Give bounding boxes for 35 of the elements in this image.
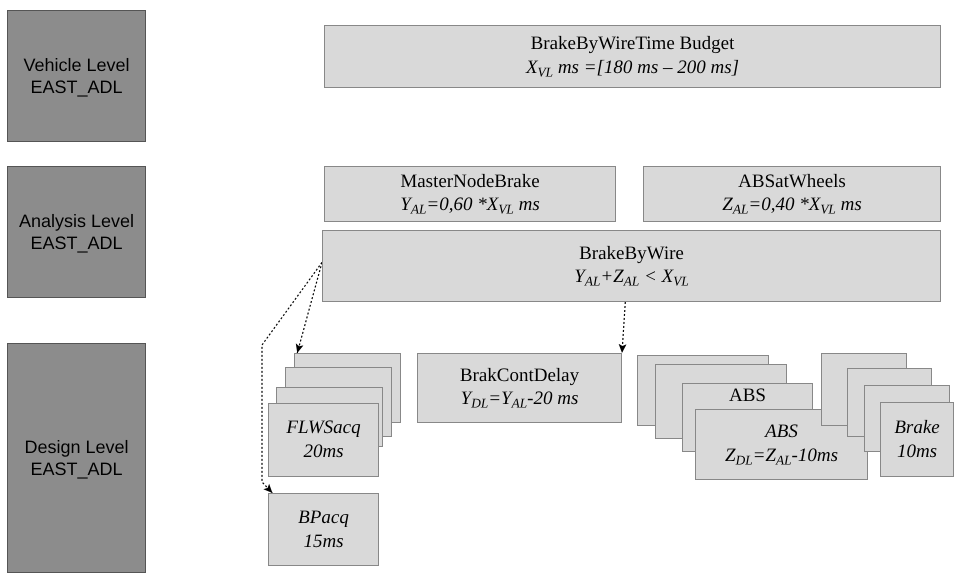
box-text: Y$_{AL}$=0,60 *X$_{VL}$ ms: [400, 193, 540, 218]
stacked-process-boxes: [268, 353, 401, 477]
process-box: [643, 166, 941, 222]
box-text: Z$_{AL}$=0,40 *X$_{VL}$ ms: [722, 193, 862, 218]
process-box: [268, 493, 379, 566]
process-box: [324, 25, 941, 88]
box-title: Vehicle Level EAST_ADL: [22, 54, 131, 98]
box-title: Design Level EAST_ADL: [23, 436, 130, 480]
box-title: FLWSacq: [286, 416, 361, 440]
box-title: BrakeByWire: [579, 242, 684, 266]
box-text: Y$_{DL}$=Y$_{AL}$-20 ms: [460, 387, 578, 412]
dotted-arrow: [261, 262, 322, 494]
box-title: ABSatWheels: [738, 170, 846, 194]
box-title: Brake: [894, 416, 940, 440]
box-text: 10ms: [896, 440, 938, 464]
box-text: X$_{VL}$ ms =[180 ms – 200 ms]: [526, 56, 740, 81]
level-box: [7, 343, 146, 573]
box-text: Y$_{AL}$+Z$_{AL}$ < X$_{VL}$: [574, 265, 689, 290]
box-title: ABS: [729, 384, 766, 408]
dotted-arrow: [296, 262, 323, 354]
dotted-arrow: [618, 302, 627, 354]
level-box: [7, 166, 146, 298]
level-box: [7, 10, 146, 142]
box-title: Analysis Level EAST_ADL: [18, 210, 136, 254]
process-box: [322, 230, 941, 302]
box-text: Z$_{DL}$=Z$_{AL}$-10ms: [725, 444, 838, 469]
box-title: BPacq: [298, 506, 349, 530]
box-title: BrakContDelay: [460, 364, 580, 388]
box-text: ABS: [765, 420, 798, 444]
box-title: BrakeByWireTime Budget: [530, 32, 734, 56]
box-title: MasterNodeBrake: [400, 170, 540, 194]
process-box: [417, 353, 622, 423]
box-text: 15ms: [303, 530, 344, 554]
box-text: 20ms: [303, 440, 344, 464]
process-box: [324, 166, 616, 222]
